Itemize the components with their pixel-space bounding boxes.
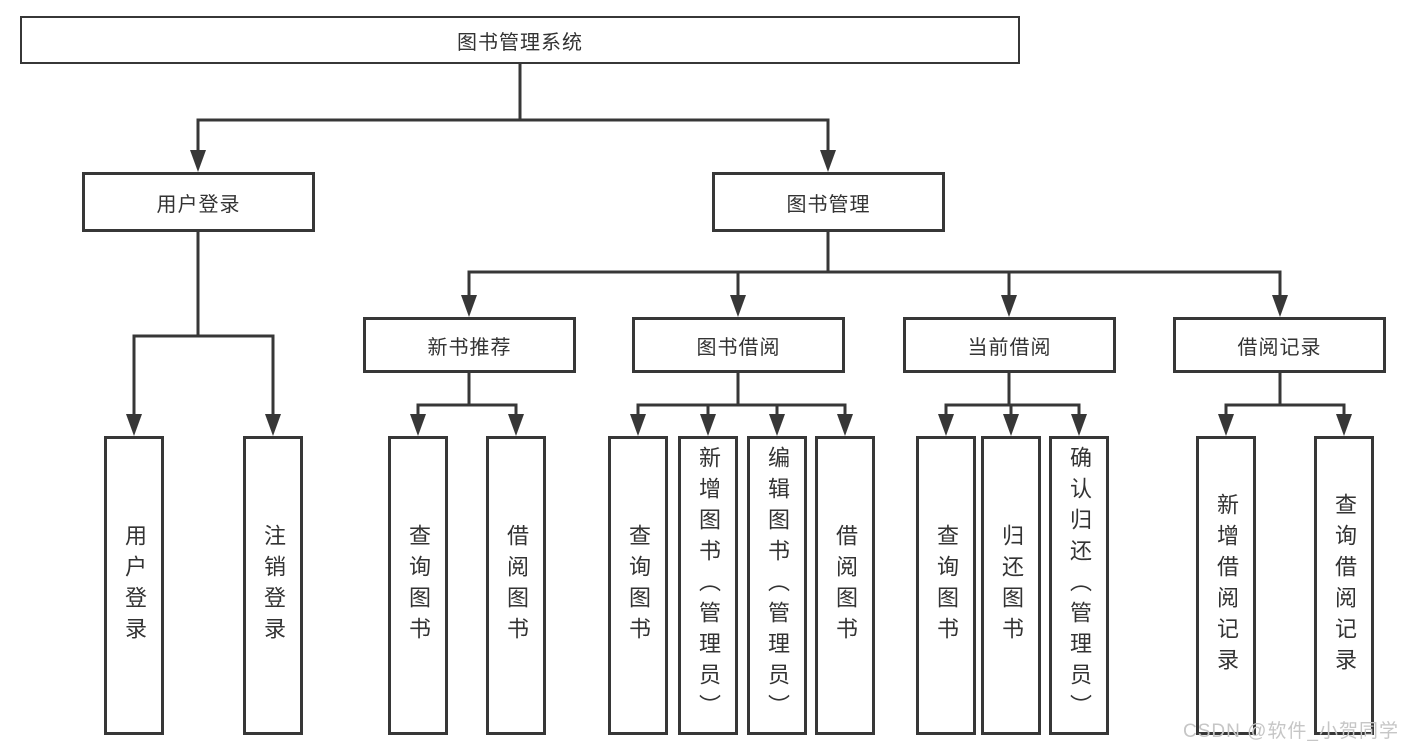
leaf-query-books-2: 查询图书 [608,436,668,735]
node-new-book-recommend: 新书推荐 [363,317,576,373]
leaf-label: 编辑图书（管理员） [765,446,790,725]
node-root-system: 图书管理系统 [20,16,1020,64]
leaf-label: 确认归还（管理员） [1067,446,1092,725]
leaf-add-borrow-record: 新增借阅记录 [1196,436,1256,735]
leaf-label: 新增借阅记录 [1214,492,1239,679]
leaf-label: 查询图书 [406,523,431,648]
leaf-label: 注销登录 [261,523,286,648]
leaf-label: 新增图书（管理员） [696,446,721,725]
leaf-label: 查询图书 [934,523,959,648]
node-current-borrow: 当前借阅 [903,317,1116,373]
leaf-borrow-books-1: 借阅图书 [486,436,546,735]
csdn-watermark: CSDN @软件_小贺同学 [1183,721,1399,742]
leaf-label: 用户登录 [122,523,147,648]
arrowheads [126,150,1352,436]
node-borrow-records: 借阅记录 [1173,317,1386,373]
leaf-query-books-3: 查询图书 [916,436,976,735]
leaf-label: 归还图书 [999,523,1024,648]
leaf-logout: 注销登录 [243,436,303,735]
leaf-label: 借阅图书 [504,523,529,648]
leaf-return-book: 归还图书 [981,436,1041,735]
leaf-label: 借阅图书 [833,523,858,648]
leaf-label: 查询图书 [626,523,651,648]
leaf-add-book-admin: 新增图书（管理员） [678,436,738,735]
leaf-query-borrow-record: 查询借阅记录 [1314,436,1374,735]
leaf-confirm-return-admin: 确认归还（管理员） [1049,436,1109,735]
leaf-borrow-books-2: 借阅图书 [815,436,875,735]
leaf-user-login: 用户登录 [104,436,164,735]
node-book-borrow: 图书借阅 [632,317,845,373]
leaf-label: 查询借阅记录 [1332,492,1357,679]
node-user-login: 用户登录 [82,172,315,232]
leaf-edit-book-admin: 编辑图书（管理员） [747,436,807,735]
leaf-query-books-1: 查询图书 [388,436,448,735]
node-book-management: 图书管理 [712,172,945,232]
